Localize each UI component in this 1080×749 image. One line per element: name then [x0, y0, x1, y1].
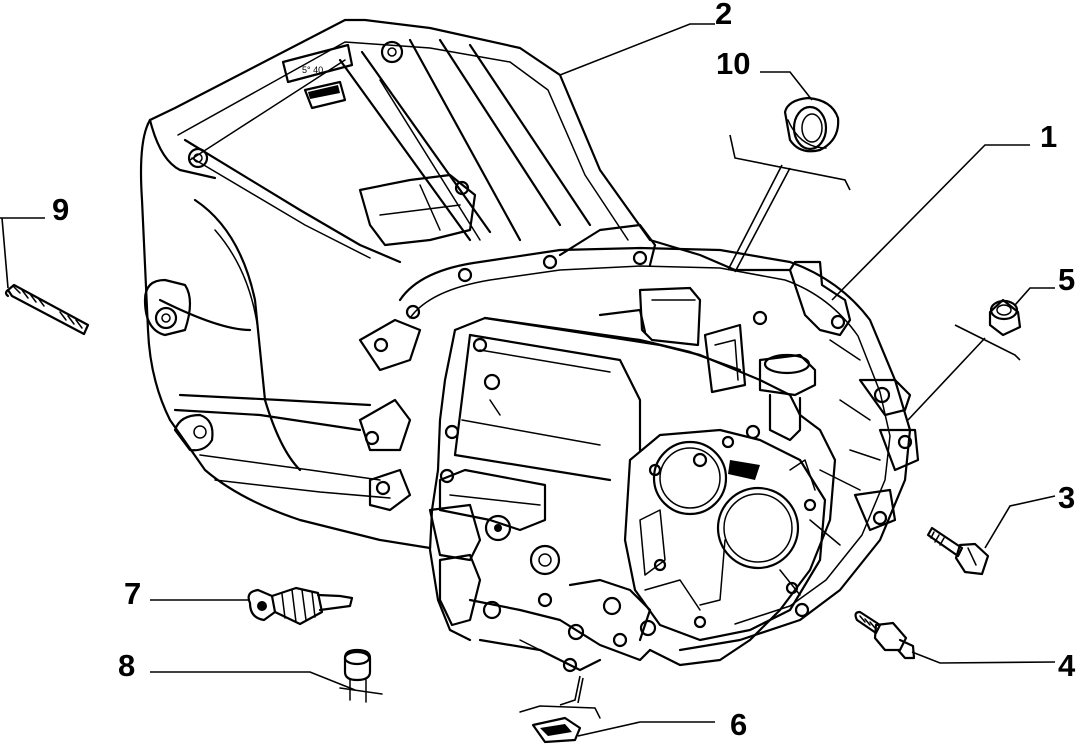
callout-4: 4 — [1058, 648, 1076, 683]
stud — [4, 283, 90, 336]
callout-1: 1 — [1040, 119, 1057, 154]
callout-9: 9 — [52, 192, 69, 227]
callout-2: 2 — [715, 0, 732, 31]
drain-plug — [339, 648, 383, 703]
callout-6: 6 — [730, 707, 747, 742]
callout-7: 7 — [124, 576, 141, 611]
callout-10: 10 — [716, 46, 750, 81]
clutch-bell-housing: 5° 40 — [139, 18, 920, 652]
housing-marking: 5° 40 — [302, 65, 323, 75]
locating-bush — [988, 298, 1022, 337]
reverse-light-switch — [247, 586, 354, 626]
bolt — [926, 526, 990, 576]
callout-8: 8 — [118, 648, 135, 683]
plug-screw — [854, 610, 916, 660]
callout-5: 5 — [1058, 262, 1075, 297]
leader-lines — [0, 23, 1056, 737]
gearbox-case — [428, 286, 837, 673]
magnet-pad — [519, 705, 601, 744]
oil-seal — [783, 96, 840, 153]
callout-3: 3 — [1058, 480, 1075, 515]
callout-numbers: 2 10 1 9 5 3 7 4 8 6 — [52, 0, 1076, 742]
